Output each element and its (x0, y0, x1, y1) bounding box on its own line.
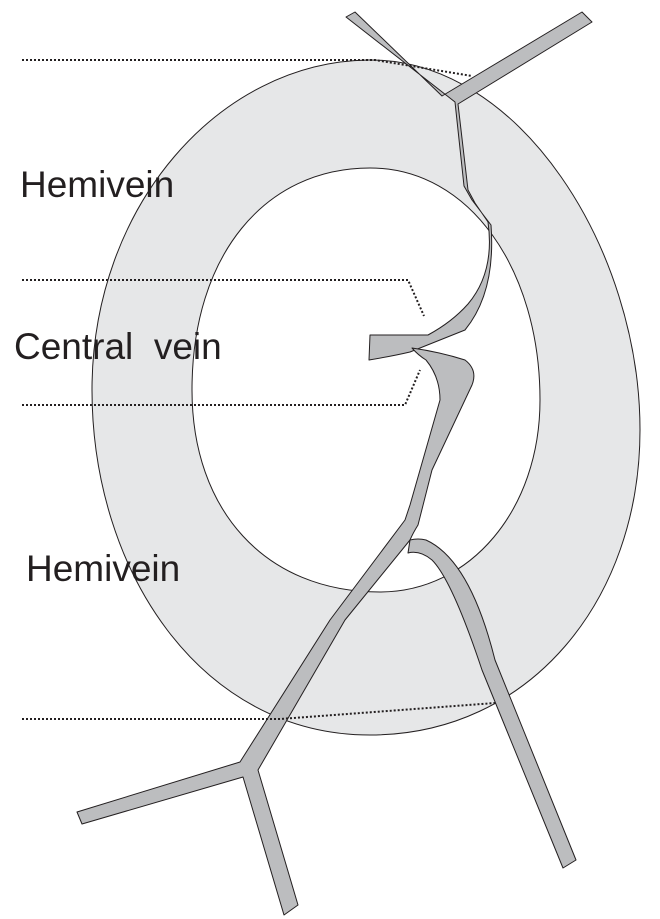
hemivein-lower-label: Hemivein (26, 550, 180, 587)
central-lower-dotted-line (22, 370, 420, 405)
central-vein-label: Central vein (14, 328, 222, 365)
hemivein-upper-label: Hemivein (20, 166, 174, 203)
ring (92, 60, 640, 735)
central-upper-dotted-line (22, 280, 424, 316)
